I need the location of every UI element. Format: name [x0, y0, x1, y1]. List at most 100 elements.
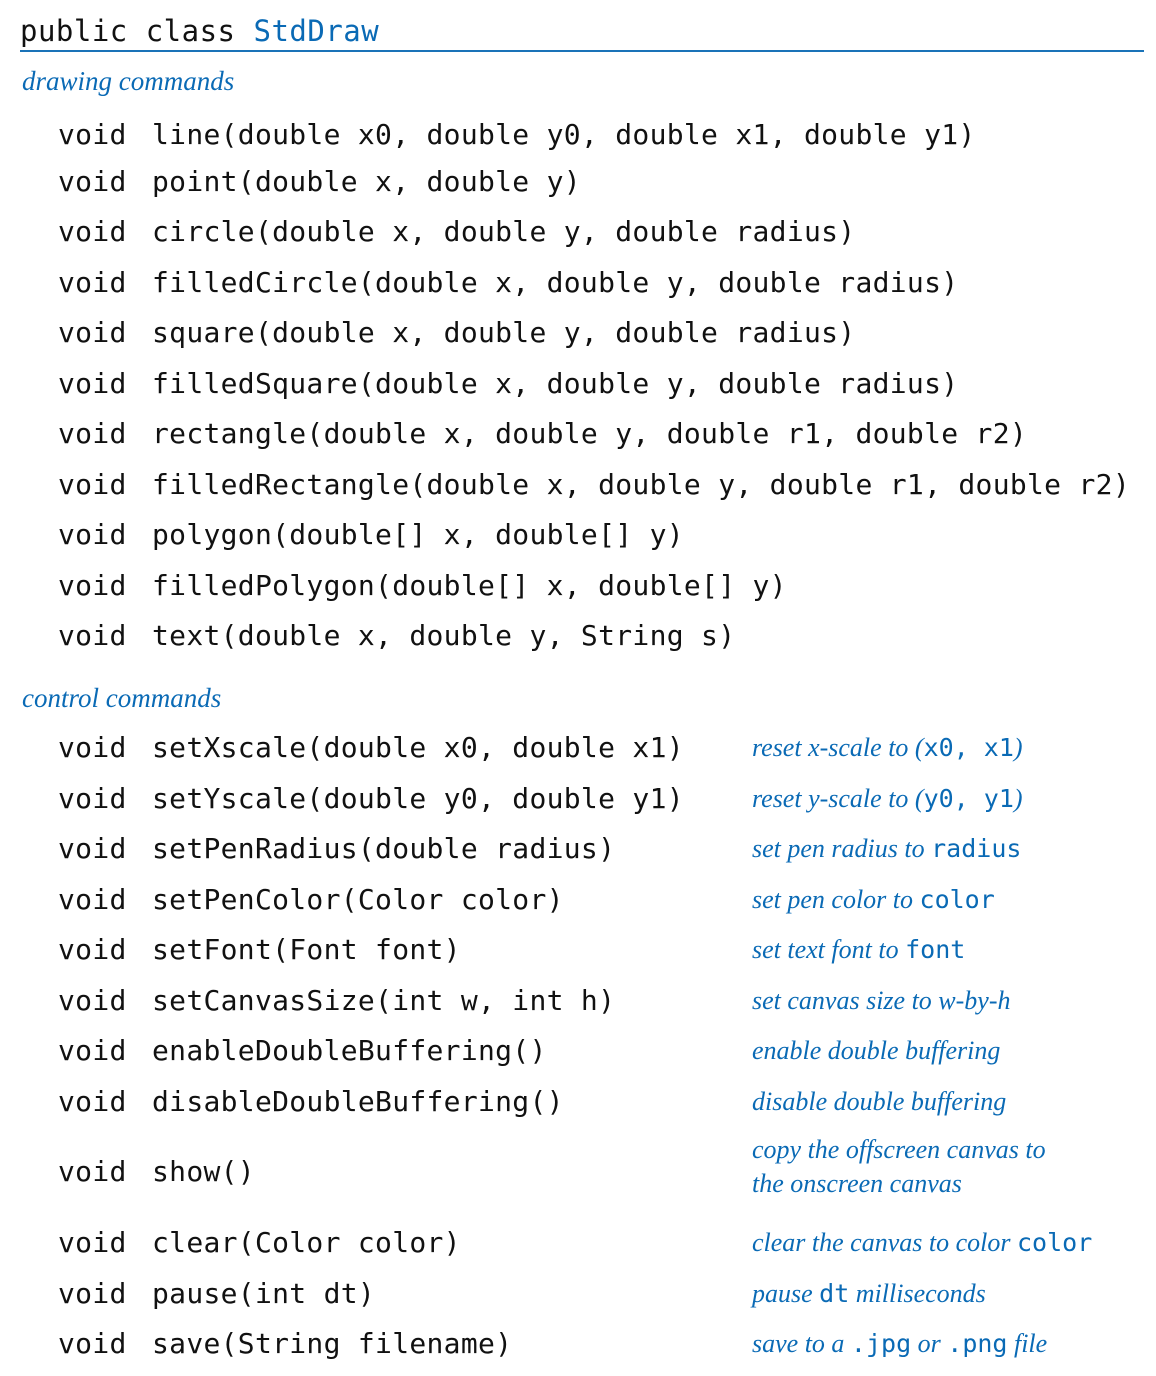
desc-text: milliseconds [849, 1279, 986, 1308]
method-description: set pen radius to radius [752, 832, 1021, 866]
method-description: pause dt milliseconds [752, 1277, 986, 1311]
method-signature: setXscale(double x0, double x1) [152, 731, 684, 764]
return-type: void [58, 832, 127, 865]
desc-text: set canvas size to w-by-h [752, 986, 1011, 1015]
method-row: void line(double x0, double y0, double x1… [58, 115, 976, 155]
method-signature: polygon(double[] x, double[] y) [152, 518, 684, 551]
method-signature: circle(double x, double y, double radius… [152, 215, 856, 248]
method-row: void square(double x, double y, double ra… [58, 313, 855, 353]
method-row: void filledCircle(double x, double y, dou… [58, 263, 958, 303]
desc-text: or [911, 1329, 948, 1358]
method-signature: filledCircle(double x, double y, double … [152, 266, 959, 299]
method-signature: point(double x, double y) [152, 165, 581, 198]
return-type: void [58, 619, 127, 652]
method-signature: filledSquare(double x, double y, double … [152, 367, 959, 400]
method-row: void pause(int dt) [58, 1274, 375, 1314]
return-type: void [58, 215, 127, 248]
method-description: enable double buffering [752, 1034, 1000, 1068]
method-signature: line(double x0, double y0, double x1, do… [152, 118, 976, 151]
desc-text: copy the offscreen canvas to the onscree… [752, 1135, 1046, 1198]
return-type: void [58, 266, 127, 299]
return-type: void [58, 731, 127, 764]
desc-code: .jpg [850, 1329, 912, 1358]
method-signature: pause(int dt) [152, 1277, 376, 1310]
method-row: void setXscale(double x0, double x1) [58, 728, 684, 768]
return-type: void [58, 367, 127, 400]
desc-text: pause [752, 1279, 820, 1308]
method-signature: save(String filename) [152, 1327, 513, 1360]
return-type: void [58, 518, 127, 551]
desc-text: ) [1013, 733, 1023, 762]
return-type: void [58, 468, 127, 501]
desc-text: set pen color to [752, 885, 920, 914]
method-signature: filledPolygon(double[] x, double[] y) [152, 569, 787, 602]
method-row: void circle(double x, double y, double ra… [58, 212, 855, 252]
method-description: reset x-scale to (x0, x1) [752, 731, 1023, 765]
return-type: void [58, 316, 127, 349]
method-description: set pen color to color [752, 883, 995, 917]
method-row: void filledSquare(double x, double y, dou… [58, 364, 958, 404]
return-type: void [58, 1034, 127, 1067]
return-type: void [58, 118, 127, 151]
method-signature: square(double x, double y, double radius… [152, 316, 856, 349]
method-description: set canvas size to w-by-h [752, 984, 1011, 1018]
desc-code: y0, y1 [923, 784, 1014, 813]
method-signature: setPenColor(Color color) [152, 883, 564, 916]
return-type: void [58, 417, 127, 450]
desc-text: ) [1013, 784, 1023, 813]
method-row: void rectangle(double x, double y, double… [58, 414, 1027, 454]
desc-code: .png [947, 1329, 1008, 1358]
desc-text: disable double buffering [752, 1087, 1007, 1116]
return-type: void [58, 569, 127, 602]
class-declaration: public class StdDraw [20, 14, 379, 48]
class-header: public class StdDraw [20, 12, 1144, 52]
method-signature: filledRectangle(double x, double y, doub… [152, 468, 1130, 501]
method-signature: setFont(Font font) [152, 933, 461, 966]
method-signature: enableDoubleBuffering() [152, 1034, 547, 1067]
desc-text: enable double buffering [752, 1036, 1001, 1065]
desc-text: set pen radius to [752, 834, 932, 863]
method-signature: clear(Color color) [152, 1226, 461, 1259]
method-description: set text font to font [752, 933, 965, 967]
method-signature: setPenRadius(double radius) [152, 832, 616, 865]
method-signature: setYscale(double y0, double y1) [152, 782, 684, 815]
desc-text: file [1007, 1329, 1048, 1358]
desc-text: set text font to [752, 935, 906, 964]
return-type: void [58, 883, 127, 916]
desc-code: font [905, 935, 966, 964]
method-description: clear the canvas to color color [752, 1226, 1092, 1260]
section-control-label: control commands [22, 683, 222, 713]
method-description: disable double buffering [752, 1085, 1006, 1119]
desc-text: clear the canvas to color [752, 1228, 1017, 1257]
return-type: void [58, 165, 127, 198]
section-drawing-label: drawing commands [22, 66, 235, 96]
return-type: void [58, 1277, 127, 1310]
method-description: reset y-scale to (y0, y1) [752, 782, 1023, 816]
return-type: void [58, 1085, 127, 1118]
desc-code: radius [931, 834, 1022, 863]
desc-code: color [919, 885, 995, 914]
method-row: void setPenRadius(double radius) [58, 829, 615, 869]
method-row: void filledPolygon(double[] x, double[] y… [58, 566, 787, 606]
method-row: void polygon(double[] x, double[] y) [58, 515, 684, 555]
method-row: void point(double x, double y) [58, 162, 581, 202]
class-keyword: public class [20, 14, 254, 48]
desc-code: x0, x1 [923, 733, 1014, 762]
desc-code: color [1017, 1228, 1093, 1257]
method-row: void enableDoubleBuffering() [58, 1031, 547, 1071]
desc-text: reset x-scale to ( [752, 733, 924, 762]
method-signature: setCanvasSize(int w, int h) [152, 984, 616, 1017]
desc-text: reset y-scale to ( [752, 784, 924, 813]
method-signature: rectangle(double x, double y, double r1,… [152, 417, 1028, 450]
desc-code: dt [819, 1279, 850, 1308]
class-name: StdDraw [253, 14, 380, 48]
method-description: copy the offscreen canvas to the onscree… [752, 1133, 1046, 1201]
